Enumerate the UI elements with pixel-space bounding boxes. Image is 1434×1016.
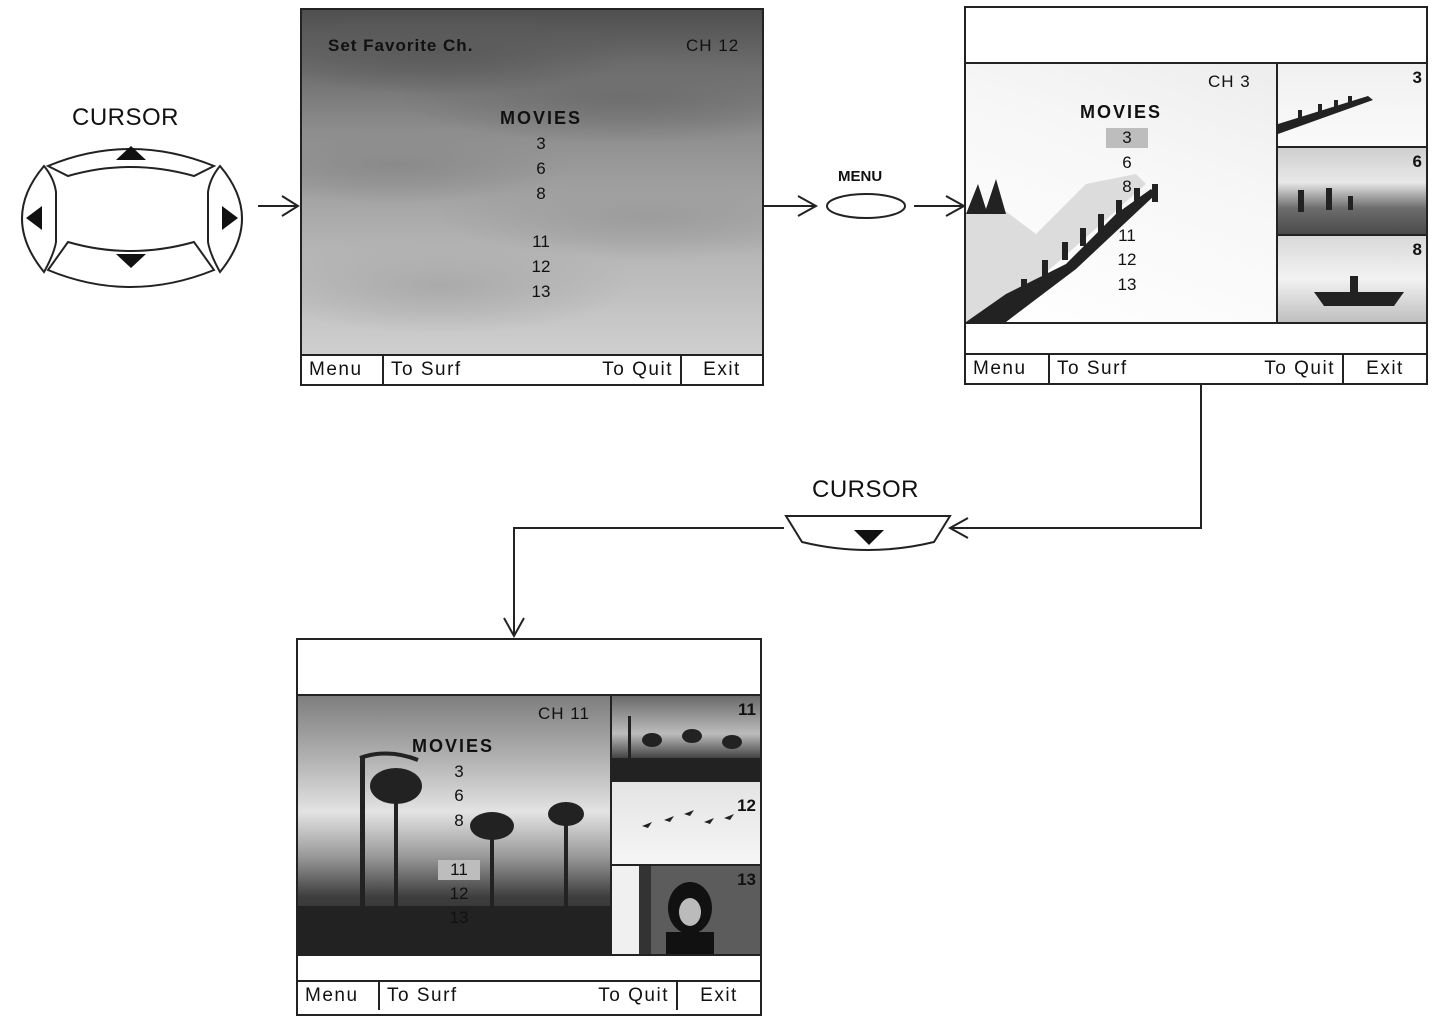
menu-title: MOVIES bbox=[412, 736, 495, 756]
channel-item[interactable]: 8 bbox=[1122, 177, 1132, 196]
screen-button-bar: Menu To Surf To Quit Exit bbox=[302, 354, 762, 384]
tv-screen-multi-pip-1: CH 3 MOVIES 3 6 8 11 12 13 3 6 8 Menu To… bbox=[964, 6, 1428, 385]
main-picture-frame: CH 3 MOVIES 3 6 8 11 12 13 bbox=[966, 62, 1278, 324]
thumb-channel-number: 12 bbox=[737, 796, 756, 815]
menu-title: MOVIES bbox=[500, 108, 583, 128]
to-quit-button[interactable]: To Quit bbox=[602, 359, 673, 380]
channel-item[interactable]: 13 bbox=[449, 908, 469, 927]
channel-item-selected[interactable]: 3 bbox=[1106, 128, 1148, 148]
menu-button[interactable]: Menu bbox=[298, 982, 380, 1010]
screen-title: Set Favorite Ch. bbox=[328, 36, 474, 55]
channel-item[interactable]: 6 bbox=[1122, 153, 1132, 172]
surf-quit-group: To Surf To Quit bbox=[1050, 355, 1344, 383]
pip-thumbnail[interactable]: 13 bbox=[612, 866, 760, 956]
channel-item[interactable]: 13 bbox=[1117, 275, 1137, 294]
channel-item-selected[interactable]: 11 bbox=[438, 860, 480, 880]
menu-title: MOVIES bbox=[1080, 102, 1163, 122]
current-channel: CH 12 bbox=[686, 36, 740, 55]
exit-button[interactable]: Exit bbox=[1366, 358, 1404, 379]
to-surf-button[interactable]: To Surf bbox=[1057, 358, 1128, 379]
channel-item[interactable]: 12 bbox=[449, 884, 469, 903]
to-surf-button[interactable]: To Surf bbox=[391, 359, 462, 380]
channel-item[interactable]: 6 bbox=[454, 786, 464, 805]
cursor-pad bbox=[21, 146, 243, 288]
climbers-image bbox=[966, 64, 1276, 322]
thumb-channel-number: 11 bbox=[738, 700, 756, 719]
up-arrow-icon bbox=[116, 146, 146, 160]
channel-item[interactable]: 3 bbox=[536, 134, 546, 153]
down-arrow-icon bbox=[854, 530, 884, 545]
thumb-channel-number: 6 bbox=[1412, 152, 1422, 171]
channel-item[interactable]: 13 bbox=[531, 282, 551, 301]
pip-thumbnail[interactable]: 3 bbox=[1278, 62, 1426, 148]
cloud-background bbox=[302, 10, 762, 354]
pip-thumbnail[interactable]: 11 bbox=[612, 694, 760, 782]
to-surf-button[interactable]: To Surf bbox=[387, 985, 458, 1006]
to-quit-button[interactable]: To Quit bbox=[598, 985, 669, 1006]
tv-screen-multi-pip-2: CH 11 MOVIES 3 6 8 11 12 13 11 12 13 Men… bbox=[296, 638, 762, 1016]
exit-button[interactable]: Exit bbox=[703, 359, 741, 380]
thumb-channel-number: 13 bbox=[737, 870, 756, 889]
down-arrow-icon bbox=[116, 254, 146, 268]
surf-quit-group: To Surf To Quit bbox=[384, 356, 682, 384]
cursor-down-button-remote[interactable] bbox=[784, 512, 954, 554]
pip-thumbnail[interactable]: 12 bbox=[612, 782, 760, 866]
current-channel: CH 3 bbox=[1208, 72, 1251, 91]
pip-thumbnail[interactable]: 6 bbox=[1278, 148, 1426, 236]
channel-item[interactable]: 11 bbox=[532, 232, 550, 251]
main-picture-frame: CH 11 MOVIES 3 6 8 11 12 13 bbox=[298, 694, 612, 956]
current-channel: CH 11 bbox=[538, 704, 590, 723]
channel-item[interactable]: 11 bbox=[1118, 226, 1136, 245]
surf-quit-group: To Surf To Quit bbox=[380, 982, 678, 1010]
right-arrow-icon bbox=[222, 206, 238, 230]
palm-trees-image bbox=[298, 696, 610, 954]
left-arrow-icon bbox=[26, 206, 42, 230]
to-quit-button[interactable]: To Quit bbox=[1264, 358, 1335, 379]
cursor-label: CURSOR bbox=[812, 476, 920, 503]
screen-button-bar: Menu To Surf To Quit Exit bbox=[966, 353, 1426, 383]
cursor-up-button bbox=[45, 148, 217, 178]
channel-item[interactable]: 8 bbox=[454, 811, 464, 830]
channel-item[interactable]: 3 bbox=[454, 762, 464, 781]
menu-button-remote[interactable] bbox=[824, 190, 908, 222]
channel-item[interactable]: 8 bbox=[536, 184, 546, 203]
menu-label: MENU bbox=[838, 168, 883, 185]
tv-screen-set-favorite: Set Favorite Ch. CH 12 MOVIES 3 6 8 11 1… bbox=[300, 8, 764, 386]
channel-item[interactable]: 6 bbox=[536, 159, 546, 178]
exit-button[interactable]: Exit bbox=[700, 985, 738, 1006]
channel-item[interactable]: 12 bbox=[531, 257, 551, 276]
channel-item[interactable]: 12 bbox=[1117, 250, 1137, 269]
thumb-channel-number: 3 bbox=[1412, 68, 1422, 87]
thumb-channel-number: 8 bbox=[1412, 240, 1422, 259]
cursor-label: CURSOR bbox=[72, 104, 180, 131]
menu-button[interactable]: Menu bbox=[966, 355, 1050, 383]
screen-button-bar: Menu To Surf To Quit Exit bbox=[298, 980, 760, 1010]
pip-thumbnail[interactable]: 8 bbox=[1278, 236, 1426, 324]
menu-button[interactable]: Menu bbox=[302, 356, 384, 384]
